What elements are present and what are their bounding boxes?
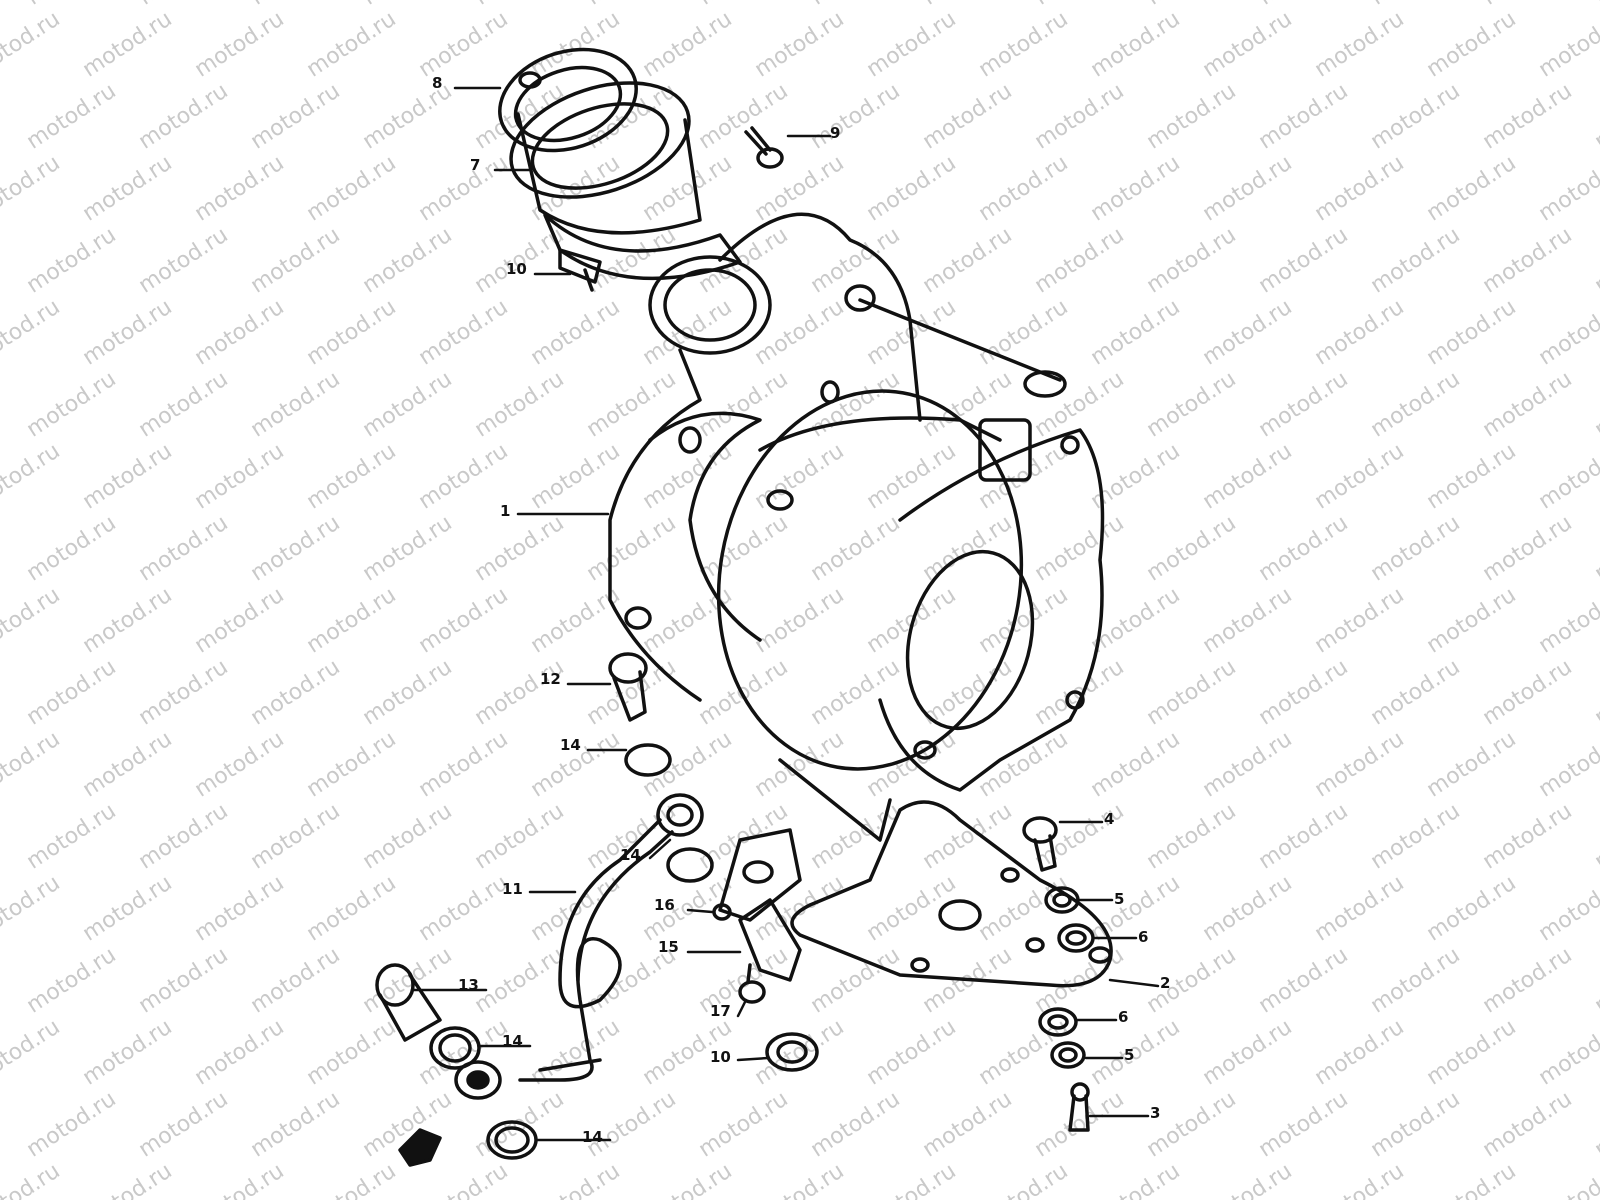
callout-number: 16 <box>654 896 675 914</box>
callout-number: 11 <box>502 880 523 898</box>
bolt-part-12 <box>608 652 648 722</box>
callout-number: 6 <box>1118 1008 1129 1026</box>
callout-number: 10 <box>506 260 527 278</box>
clamp-part-10 <box>558 248 602 292</box>
plug-part-13 <box>375 963 442 1042</box>
bolt-part-3 <box>1068 1082 1090 1132</box>
callout-number: 6 <box>1138 928 1149 946</box>
callout-number: 15 <box>658 938 679 956</box>
elbow-part-7 <box>509 81 742 281</box>
gasket-part-8 <box>498 47 638 153</box>
washer-part-14 <box>666 847 714 883</box>
callout-number: 10 <box>710 1048 731 1066</box>
washer-part-14 <box>624 743 672 777</box>
washer-part-18 <box>765 1032 819 1072</box>
callout-number: 14 <box>582 1128 603 1146</box>
callout-number: 17 <box>710 1002 731 1020</box>
callout-number: 14 <box>502 1032 523 1050</box>
leader-lines <box>410 86 1160 1142</box>
callout-number: 3 <box>1150 1104 1161 1122</box>
bolt-part-4 <box>1022 816 1058 872</box>
callout-number: 2 <box>1160 974 1171 992</box>
callout-number: 5 <box>1124 1046 1135 1064</box>
callout-number: 12 <box>540 670 561 688</box>
callout-number: 8 <box>432 74 443 92</box>
banjo-fitting <box>454 1060 502 1100</box>
washers-part-5-6 <box>1038 886 1095 1069</box>
callout-number: 5 <box>1114 890 1125 908</box>
bolt-part-17 <box>738 963 766 1004</box>
callout-number: 7 <box>470 156 481 174</box>
bolt-part-9 <box>744 126 784 169</box>
callout-number: 9 <box>830 124 841 142</box>
oil-pipe-part-11 <box>518 793 704 1082</box>
callout-number: 14 <box>560 736 581 754</box>
washer-part-14 <box>486 1120 538 1160</box>
gasket-part-15 <box>738 898 802 982</box>
callout-number: 1 <box>500 502 511 520</box>
front-arrow-icon <box>398 1128 442 1167</box>
flange-part-16 <box>712 828 802 922</box>
washer-part-14 <box>429 1026 481 1070</box>
bracket-part-2 <box>790 800 1113 988</box>
turbine-housing-part-1 <box>608 212 1105 842</box>
callout-number: 14 <box>620 846 641 864</box>
callout-number: 4 <box>1104 810 1115 828</box>
callout-number: 13 <box>458 976 479 994</box>
